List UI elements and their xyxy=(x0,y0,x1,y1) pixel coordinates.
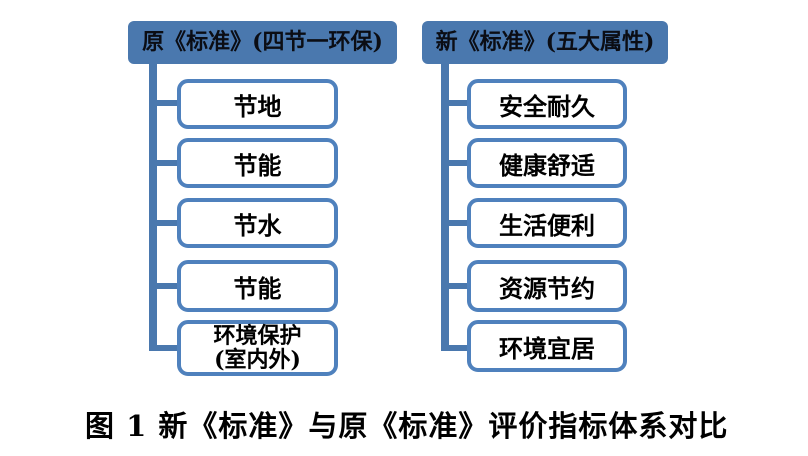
new-tree-branch-line-1 xyxy=(449,100,467,106)
old-standard-header: 原《标准》(四节一环保) xyxy=(128,21,397,64)
node-label: 环境宜居 xyxy=(499,333,595,363)
new-tree-node-life-convenience: 生活便利 xyxy=(467,198,627,248)
old-tree-node-water-saving: 节水 xyxy=(177,198,338,248)
new-tree-node-health-comfort: 健康舒适 xyxy=(467,138,627,188)
node-label: 节地 xyxy=(233,91,282,121)
node-label: 节能 xyxy=(233,150,282,180)
node-label: 资源节约 xyxy=(499,273,595,303)
new-tree-node-environment-livability: 环境宜居 xyxy=(467,320,627,372)
old-tree-branch-line-2 xyxy=(157,160,177,166)
old-tree-branch-line-4 xyxy=(157,283,177,289)
old-tree-node-environment-protection: 环境保护 (室内外) xyxy=(177,320,338,376)
new-tree-branch-line-5 xyxy=(449,345,467,351)
node-label: 健康舒适 xyxy=(499,150,595,180)
old-tree-node-energy-saving-2: 节能 xyxy=(177,260,338,312)
old-tree-node-energy-saving: 节能 xyxy=(177,138,338,188)
node-label: 安全耐久 xyxy=(499,91,595,121)
node-sublabel: (室内外) xyxy=(214,346,301,373)
old-tree-trunk-line xyxy=(149,64,157,351)
node-label: 节能 xyxy=(233,273,282,303)
new-tree-branch-line-2 xyxy=(449,160,467,166)
old-tree-node-land-saving: 节地 xyxy=(177,79,338,129)
new-standard-header: 新《标准》(五大属性) xyxy=(422,21,668,64)
node-label: 环境保护 xyxy=(213,323,302,350)
node-label: 生活便利 xyxy=(499,210,595,240)
new-tree-trunk-line xyxy=(441,64,449,351)
figure-caption: 图 1 新《标准》与原《标准》评价指标体系对比 xyxy=(85,409,729,443)
new-tree-branch-line-4 xyxy=(449,283,467,289)
old-tree-branch-line-3 xyxy=(157,220,177,226)
node-label: 节水 xyxy=(233,210,282,240)
old-tree-branch-line-5 xyxy=(157,345,177,351)
new-tree-node-resource-saving: 资源节约 xyxy=(467,260,627,312)
old-tree-branch-line-1 xyxy=(157,100,177,106)
new-tree-branch-line-3 xyxy=(449,220,467,226)
new-tree-node-safety-durability: 安全耐久 xyxy=(467,79,627,129)
